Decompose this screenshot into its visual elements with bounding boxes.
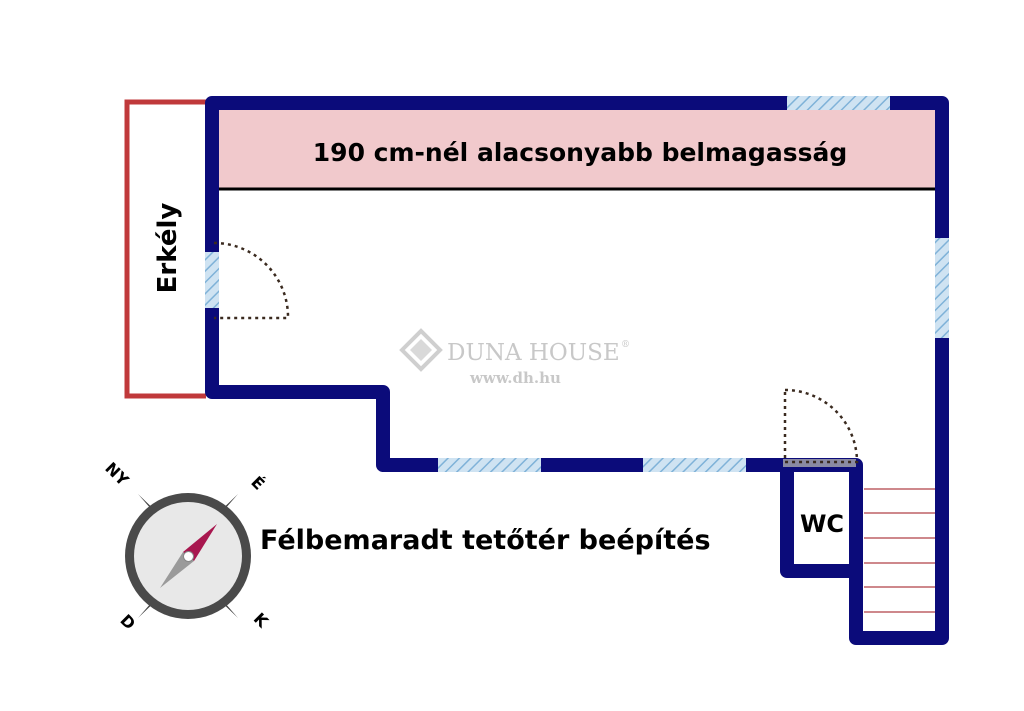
window-bottom-left [438,458,541,472]
duna-house-logo [399,328,443,372]
wc-walls [780,465,856,578]
staircase [864,488,935,613]
window-bottom-right [643,458,746,472]
compass-rose [125,493,251,619]
balcony-door-opening [205,252,219,308]
low-ceiling-zone [218,110,936,188]
wc-door-swing [783,388,859,464]
wc-label: WC [800,510,844,538]
balcony-door-swing [213,241,290,320]
compass-label-e: É [247,473,268,494]
compass-label-ny: NY [101,459,132,490]
balcony-label: Erkély [153,203,183,294]
window-right [935,238,949,338]
watermark-brand: DUNA HOUSE [447,340,620,366]
compass-label-k: K [250,609,273,632]
watermark-url: www.dh.hu [469,369,561,387]
caption: Félbemaradt tetőtér beépítés [260,525,711,556]
compass-label-d: D [116,611,139,634]
window-top [787,96,890,110]
watermark-registered: ® [621,340,630,350]
low-ceiling-label: 190 cm-nél alacsonyabb belmagasság [313,138,847,167]
balcony-outline [124,99,206,399]
compass-needle-north [183,524,217,561]
wc-door-opening [783,459,856,467]
